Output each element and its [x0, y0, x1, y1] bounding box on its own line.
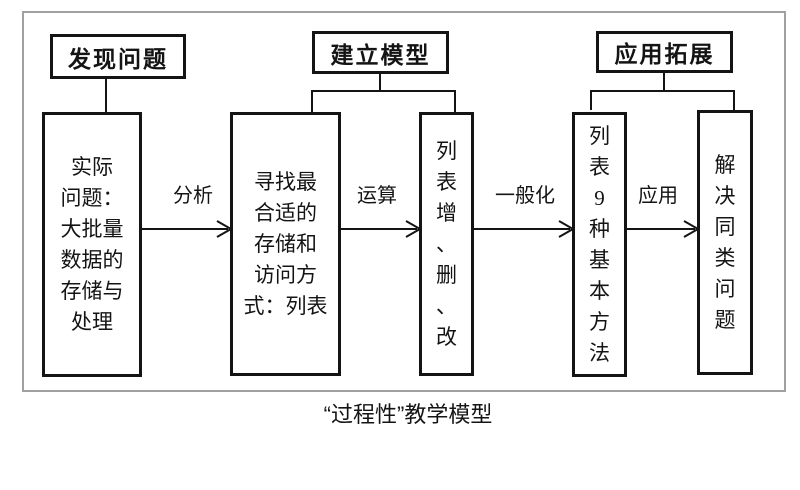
flow-box-solve-similar-problems: 解决同类问题: [697, 110, 753, 375]
arrow-label-apply: 应用: [638, 185, 678, 207]
arrow-label-operate: 运算: [357, 185, 397, 207]
bracket-build-model: [311, 74, 456, 112]
flow-box-list-add-delete-modify: 列表增、删、改: [419, 112, 474, 376]
bracket-apply-expand: [590, 73, 735, 110]
stage-label-build-model: 建立模型: [312, 31, 449, 74]
flow-box-text-line: 数据的: [60, 247, 124, 272]
stage-label-discover-problem: 发现问题: [50, 34, 186, 79]
flow-box-vertical-text: 解决同类问题: [714, 152, 736, 332]
diagram-frame: [22, 11, 786, 392]
flow-box-text-line: 存储和: [254, 231, 317, 256]
arrow-label-generalize: 一般化: [495, 185, 555, 207]
flow-box-text-line: 存储与: [60, 278, 124, 303]
flow-box-text-line: 问题：: [60, 185, 124, 210]
diagram-caption: “过程性”教学模型: [323, 402, 493, 427]
stage-label-text: 应用拓展: [614, 42, 715, 67]
arrow-label-analyze: 分析: [173, 185, 213, 207]
stage-label-apply-expand: 应用拓展: [596, 31, 733, 73]
flow-box-text-line: 处理: [71, 309, 113, 334]
flow-box-actual-problem: 实际 问题： 大批量 数据的 存储与 处理: [42, 112, 142, 377]
flow-box-list-nine-basic-methods: 列表9种基本方法: [572, 112, 627, 377]
flow-box-text-line: 寻找最: [254, 169, 317, 194]
flow-box-text-line: 大批量: [60, 216, 124, 241]
flow-box-text-line: 合适的: [254, 200, 317, 225]
stage-label-text: 发现问题: [68, 46, 168, 72]
flow-box-vertical-text: 列表9种基本方法: [589, 123, 610, 365]
stage-label-text: 建立模型: [330, 42, 431, 68]
flow-box-text-line: 实际: [71, 154, 113, 179]
flow-box-text-line: 访问方: [254, 262, 317, 287]
flow-box-find-storage-method: 寻找最 合适的 存储和 访问方 式：列表: [230, 112, 341, 376]
flow-box-vertical-text: 列表增、删、改: [436, 138, 457, 349]
flow-box-text-line: 式：列表: [243, 293, 328, 318]
